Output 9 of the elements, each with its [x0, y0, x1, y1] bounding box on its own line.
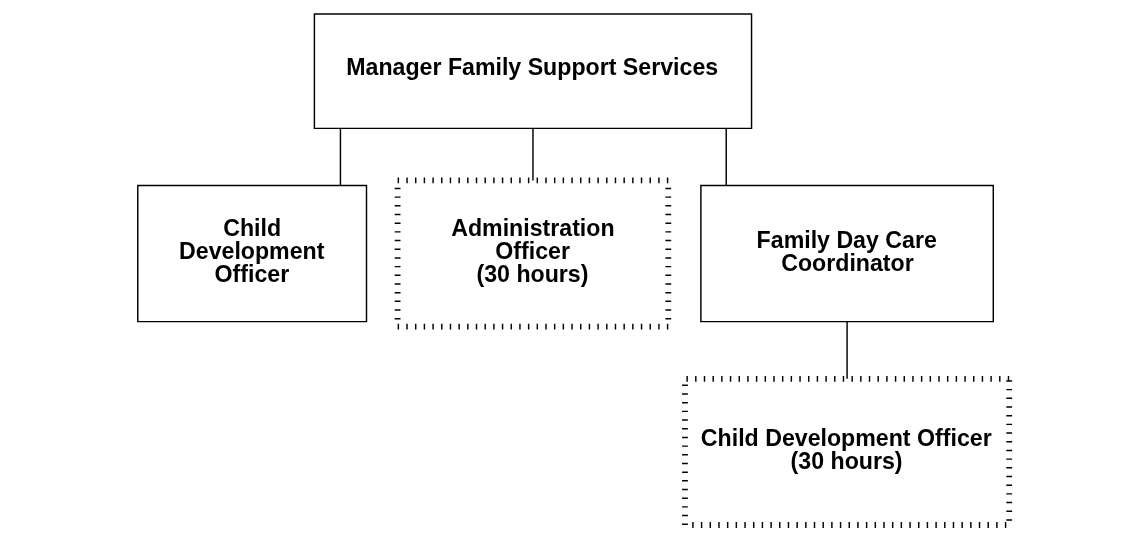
connector	[339, 127, 342, 186]
connector	[532, 127, 534, 182]
connector	[725, 127, 727, 186]
node-box: Manager Family Support Services	[313, 13, 753, 130]
node-box: Child Development Officer (30 hours)	[682, 375, 1013, 528]
connector	[846, 321, 848, 380]
node-box: Family Day Care Coordinator	[700, 184, 994, 323]
node-box: Administration Officer (30 hours)	[394, 177, 672, 330]
node-box: Child Development Officer	[137, 184, 368, 323]
